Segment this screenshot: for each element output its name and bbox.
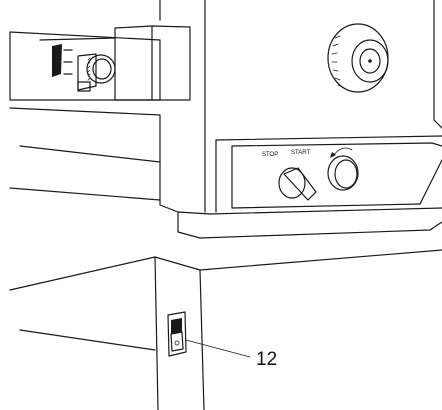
bracket-knob-icon bbox=[77, 53, 116, 92]
indicator-marker bbox=[52, 44, 62, 77]
rotation-arrow-icon bbox=[332, 147, 353, 157]
control-panel: STOP START bbox=[177, 135, 442, 239]
lower-front-edge bbox=[154, 256, 159, 410]
knob-base bbox=[77, 53, 97, 91]
cabinet-corner bbox=[159, 114, 211, 215]
rocker-switch-off-side bbox=[170, 331, 184, 352]
bracket-outline bbox=[9, 31, 161, 101]
bracket-top-edge bbox=[39, 37, 116, 41]
callout-12: 12 bbox=[185, 339, 277, 370]
indicator-ticks bbox=[63, 49, 73, 75]
rotation-arrowhead bbox=[330, 152, 336, 158]
large-knob-ring bbox=[359, 48, 381, 74]
panel-bottom-edge bbox=[209, 207, 442, 215]
panel-top-edge bbox=[215, 135, 442, 141]
large-knob-outer bbox=[327, 23, 389, 93]
lower-edge-1 bbox=[9, 256, 156, 291]
panel-inner-top bbox=[231, 142, 442, 147]
large-control-knob-icon bbox=[327, 23, 389, 93]
upper-left-bracket bbox=[9, 25, 191, 101]
large-knob-knurl bbox=[331, 35, 344, 88]
start-dial-icon bbox=[327, 155, 359, 191]
rocker-switch-on-side bbox=[171, 318, 182, 334]
rocker-switch bbox=[167, 311, 187, 357]
lower-side-edge bbox=[199, 269, 205, 410]
large-knob-center bbox=[368, 59, 372, 63]
rocker-switch-symbol bbox=[174, 340, 180, 346]
knob-knurl bbox=[87, 57, 91, 81]
cabinet-body-lines bbox=[9, 0, 211, 215]
right-housing bbox=[327, 0, 442, 129]
selector-switch-icon bbox=[278, 167, 317, 201]
start-dial-outer bbox=[327, 155, 359, 191]
stop-label: STOP bbox=[262, 152, 278, 158]
knob-inner bbox=[92, 58, 112, 80]
lower-top-edge bbox=[154, 249, 442, 271]
panel-inner-frame bbox=[231, 145, 421, 209]
selector-switch-ring bbox=[278, 167, 306, 199]
start-label: START bbox=[291, 150, 310, 156]
large-knob-face bbox=[351, 39, 389, 83]
panel-inner-right bbox=[419, 159, 442, 205]
selector-switch-lever bbox=[283, 167, 317, 201]
cabinet-edge-3 bbox=[9, 187, 161, 201]
housing-right-edge bbox=[433, 0, 442, 129]
start-dial-inner bbox=[334, 159, 358, 189]
cabinet-edge-1 bbox=[9, 107, 161, 116]
lower-cabinet bbox=[9, 249, 442, 410]
rocker-switch-bezel bbox=[167, 311, 187, 357]
lower-edge-2 bbox=[19, 329, 156, 351]
knob-outer bbox=[86, 54, 116, 84]
cabinet-edge-2 bbox=[19, 145, 161, 163]
callout-leader-line bbox=[185, 339, 251, 358]
callout-number: 12 bbox=[256, 349, 277, 370]
panel-base bbox=[177, 211, 442, 239]
knob-lever bbox=[77, 81, 91, 92]
